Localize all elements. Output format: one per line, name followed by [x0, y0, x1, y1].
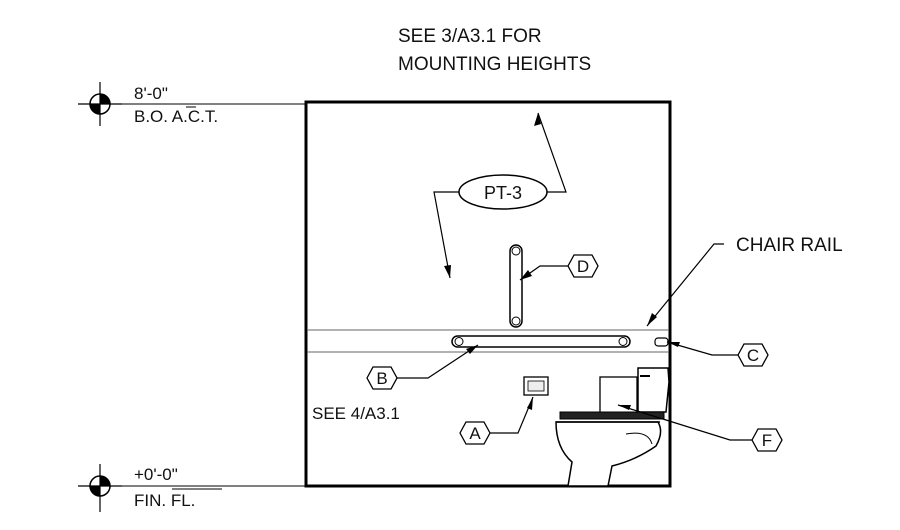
tag-c-label: C	[747, 346, 759, 365]
tag-a: A	[459, 396, 534, 445]
chair-rail-label: CHAIR RAIL	[736, 235, 843, 256]
tag-d: D	[519, 254, 599, 281]
chair-rail	[307, 329, 669, 353]
top-level-elevation: 8'-0"	[134, 84, 168, 103]
mounting-note-line-1: SEE 3/A3.1 FOR	[398, 26, 542, 47]
tag-b-label: B	[376, 369, 387, 388]
tag-d-label: D	[577, 257, 589, 276]
level-marker-bottom	[78, 464, 305, 512]
detail-reference-note: SEE 4/A3.1	[312, 404, 400, 423]
chair-rail-callout	[646, 243, 724, 327]
tag-f: F	[617, 404, 783, 452]
toilet-paper-holder	[654, 337, 669, 347]
bottom-level-name: FIN. FL.	[134, 491, 195, 510]
tag-c: C	[666, 341, 769, 367]
tag-b: B	[366, 344, 479, 390]
top-level-name: B.O. A.C.T.	[134, 107, 218, 126]
tag-f-label: F	[762, 431, 772, 450]
wall-box-a	[523, 376, 549, 396]
mounting-note-line-2: MOUNTING HEIGHTS	[398, 54, 591, 75]
vertical-grab-bar	[509, 244, 523, 328]
horizontal-grab-bar	[451, 335, 631, 348]
level-marker-top	[78, 82, 305, 126]
bottom-level-elevation: +0'-0"	[134, 465, 178, 484]
wall-outline	[304, 100, 672, 488]
paint-tag-label: PT-3	[484, 183, 522, 203]
water-closet	[555, 367, 670, 487]
paint-tag-pt3: PT-3	[433, 112, 567, 279]
tag-a-label: A	[469, 424, 481, 443]
